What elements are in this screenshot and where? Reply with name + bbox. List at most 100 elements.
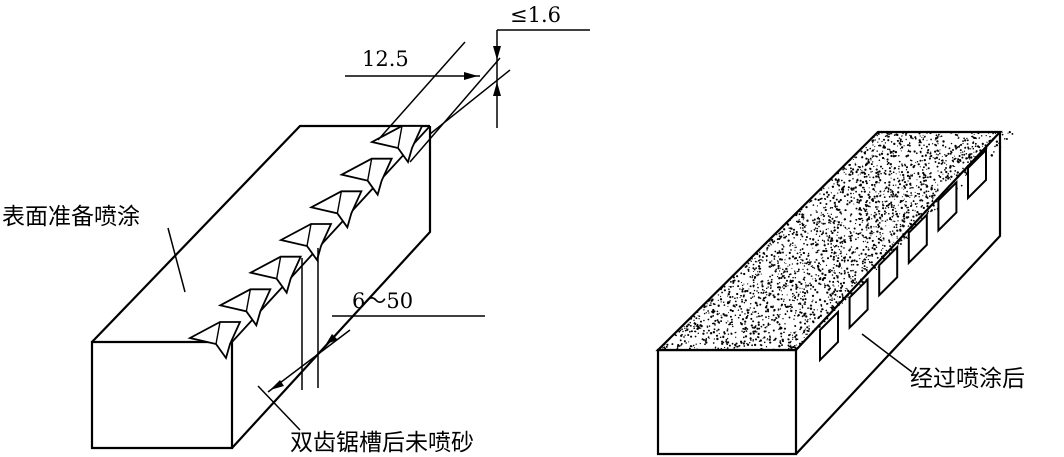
coating-dot <box>817 216 820 219</box>
coating-dot <box>816 309 818 311</box>
coating-dot <box>808 307 810 309</box>
coating-dot <box>851 279 854 282</box>
coating-dot <box>981 142 984 146</box>
coating-dot <box>923 179 926 183</box>
coating-dot <box>1011 132 1014 135</box>
coating-dot <box>816 251 819 253</box>
coating-dot <box>816 250 819 252</box>
coating-dot <box>821 222 823 224</box>
coating-dot <box>928 143 931 146</box>
coating-dot <box>879 179 882 182</box>
coating-dot <box>788 347 790 350</box>
coating-dot <box>780 305 782 307</box>
coating-dot <box>821 239 824 242</box>
coating-dot <box>879 252 882 255</box>
coating-dot <box>768 315 770 318</box>
coating-dot <box>965 174 967 176</box>
coating-dot <box>787 338 789 340</box>
coating-dot <box>723 332 726 335</box>
coating-dot <box>883 239 885 241</box>
coating-dot <box>739 288 741 290</box>
coating-dot <box>826 302 828 304</box>
coating-dot <box>859 258 861 260</box>
coating-dot <box>866 148 869 152</box>
coating-dot <box>793 318 795 320</box>
coating-dot <box>930 209 933 212</box>
coating-dot <box>771 274 774 277</box>
coating-dot <box>888 202 891 205</box>
coating-dot <box>938 133 940 136</box>
coating-dot <box>748 266 750 269</box>
coating-dot <box>833 285 835 287</box>
coating-dot <box>799 262 802 264</box>
coating-dot <box>893 226 896 228</box>
coating-dot <box>837 275 839 277</box>
coating-dot <box>858 223 861 226</box>
coating-dot <box>898 165 900 168</box>
coating-dot <box>874 139 876 141</box>
coating-dot <box>697 315 699 317</box>
coating-dot <box>846 288 848 290</box>
coating-dot <box>930 154 933 157</box>
coating-dot <box>785 254 787 256</box>
coating-dot <box>832 290 836 293</box>
coating-dot <box>815 251 818 254</box>
coating-dot <box>741 318 745 321</box>
coating-dot <box>776 317 778 320</box>
coating-dot <box>932 192 935 195</box>
coating-dot <box>790 280 793 284</box>
coating-dot <box>903 178 905 180</box>
coating-dot <box>867 158 870 161</box>
coating-dot <box>826 284 829 287</box>
coating-dot <box>958 175 960 177</box>
coating-dot <box>878 225 880 228</box>
coating-dot <box>888 189 890 191</box>
coating-dot <box>777 241 779 244</box>
coating-dot <box>925 190 928 193</box>
coating-dot <box>795 233 798 236</box>
coating-dot <box>876 218 879 221</box>
coating-dot <box>800 208 803 211</box>
coating-dot <box>864 261 866 264</box>
coating-dot <box>815 258 818 261</box>
coating-dot <box>726 329 729 332</box>
coating-dot <box>838 289 841 292</box>
coating-dot <box>805 239 807 241</box>
coating-dot <box>741 284 744 287</box>
coating-dot <box>752 270 754 273</box>
coating-dot <box>778 270 781 272</box>
coating-dot <box>874 186 876 188</box>
coating-dot <box>803 271 805 273</box>
coating-dot <box>674 334 677 336</box>
coating-dot <box>741 288 744 291</box>
coating-dot <box>780 276 783 280</box>
coating-dot <box>843 277 845 280</box>
coating-dot <box>782 286 784 288</box>
coating-dot <box>930 151 932 153</box>
coating-dot <box>805 284 807 287</box>
coating-dot <box>744 329 746 331</box>
coating-dot <box>823 215 826 217</box>
coating-dot <box>880 235 882 237</box>
coating-dot <box>770 265 773 267</box>
coating-dot <box>778 327 782 330</box>
coating-dot <box>812 204 815 206</box>
coating-dot <box>717 304 720 307</box>
coating-dot <box>762 252 765 255</box>
coating-dot <box>752 254 755 256</box>
coating-dot <box>967 146 969 149</box>
coating-dot <box>937 162 940 165</box>
coating-dot <box>826 291 829 294</box>
coating-dot <box>757 332 760 336</box>
coating-dot <box>944 146 947 148</box>
coating-dot <box>784 323 786 325</box>
coating-dot <box>765 305 768 307</box>
coating-dot <box>756 261 758 263</box>
coating-dot <box>901 140 904 143</box>
coating-dot <box>816 205 819 207</box>
coating-dot <box>923 144 925 146</box>
coating-dot <box>824 284 827 287</box>
coating-dot <box>792 336 794 339</box>
coating-dot <box>916 210 919 214</box>
coating-dot <box>804 262 806 264</box>
